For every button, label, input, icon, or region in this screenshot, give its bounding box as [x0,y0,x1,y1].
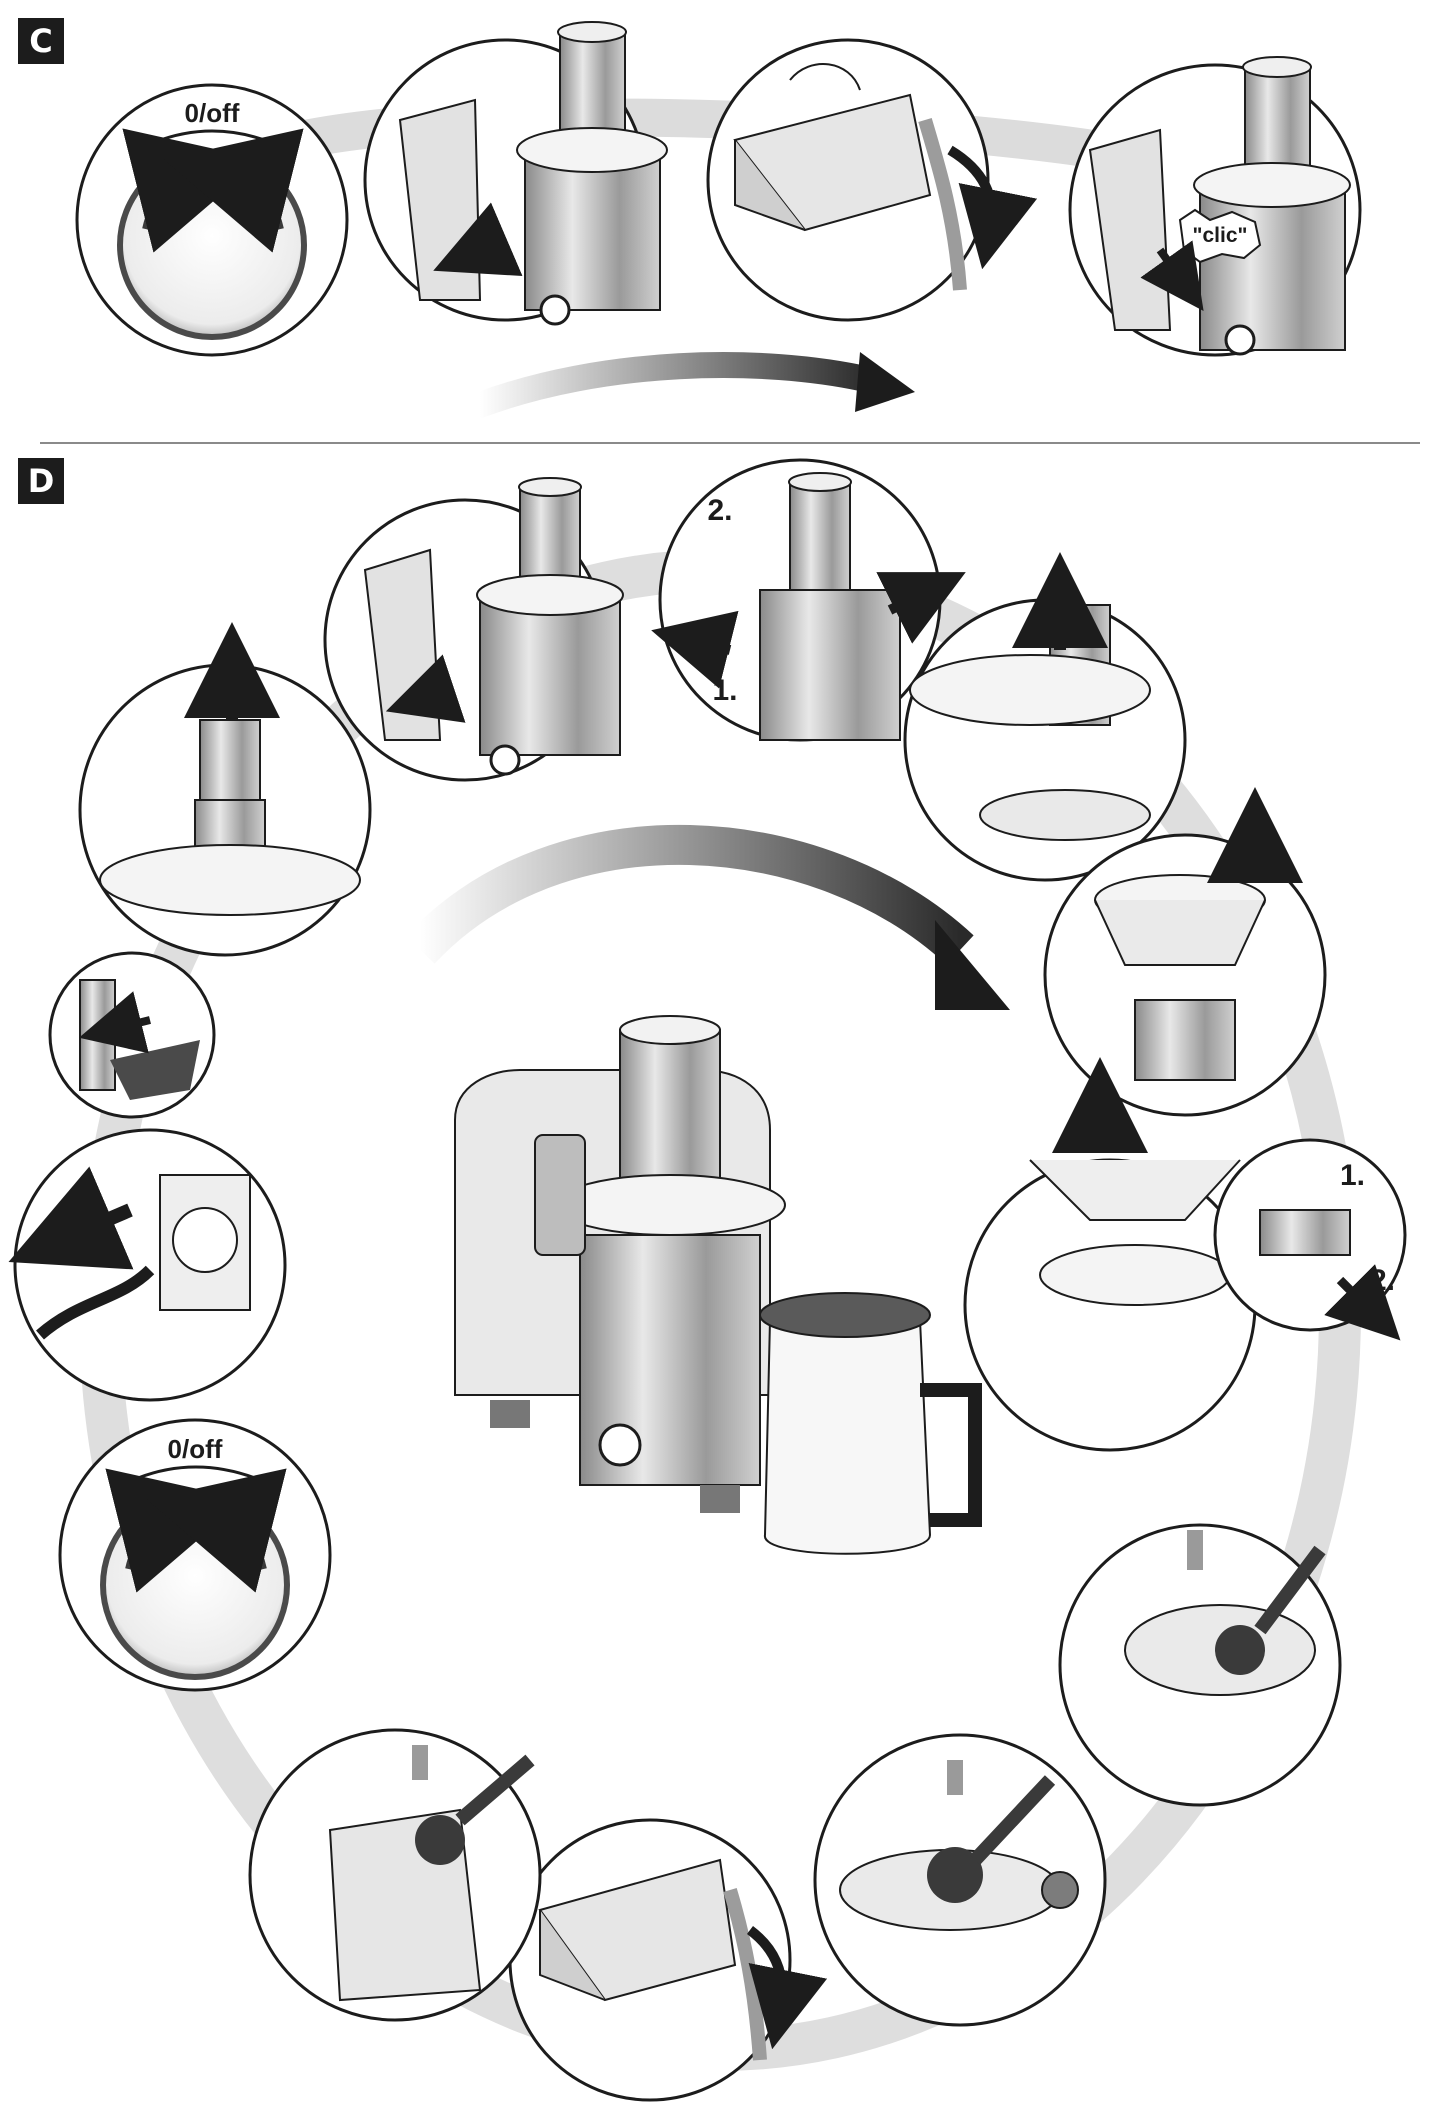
dial-setting-1-label: 1 [137,137,149,162]
step-d-empty-pulp [508,1818,828,2102]
clic-label: "clic" [1193,224,1248,247]
step-d-release-clamp [48,951,216,1119]
step-d-remove-lid [903,552,1187,882]
dial-setting-2-label-d: 2 [264,1473,276,1498]
step-label-1: 1. [712,674,737,707]
dial-pointer [208,160,217,200]
step-d-unlock-clamps: 2. 1. [651,458,966,742]
rotate-arrow-right [163,128,304,253]
unplug-arrow [8,1166,134,1270]
dial-setting-2-label: 2 [280,137,292,162]
step-d-clean-container [248,1728,542,2022]
juicer-appliance [454,1015,982,1555]
section-label-c: C [18,18,64,64]
step-d-open-pulp [323,477,624,782]
section-divider [40,442,1420,444]
step-c3-empty-pulp [706,38,1038,322]
slide-arrow [433,202,523,277]
step-d-clean-filter [1058,1523,1342,1807]
step-d-unplug [8,1128,287,1402]
speed-knob [598,1423,642,1467]
step-c4-reattach-clic: "clic" [1068,56,1362,357]
dial-off-label-d: 0/off [168,1434,223,1464]
step-d-remove-spout: 1. 2. [963,1057,1407,1452]
section-c: 0/off 1 2 [75,21,1362,418]
pour-arrow [947,145,1038,270]
sequence-arrow-d-head [935,920,1010,1010]
section-d: 0/off 1 2 [8,458,1407,2102]
step-d-clean-lid [813,1733,1107,2027]
spout-step-1: 1. [1340,1159,1365,1192]
step-c2-remove-pulp-container [363,21,668,326]
sequence-arrow-d [405,825,974,965]
step-d-dial-off: 0/off 1 2 [58,1418,332,1692]
press-arrow [1140,240,1204,312]
dial-off-label: 0/off [185,98,240,128]
step-label-2: 2. [707,494,732,527]
step-c1-dial-off: 0/off 1 2 [75,83,349,357]
sequence-arrow-c [467,352,883,418]
sequence-arrow-c-head [855,352,915,412]
step-d-remove-pusher [78,622,372,957]
spout-step-2: 2. [1370,1264,1395,1297]
step-d-remove-filter [1043,787,1327,1117]
section-label-d: D [18,458,64,504]
juice-jug [759,1292,982,1555]
dial-setting-1-label-d: 1 [119,1473,131,1498]
